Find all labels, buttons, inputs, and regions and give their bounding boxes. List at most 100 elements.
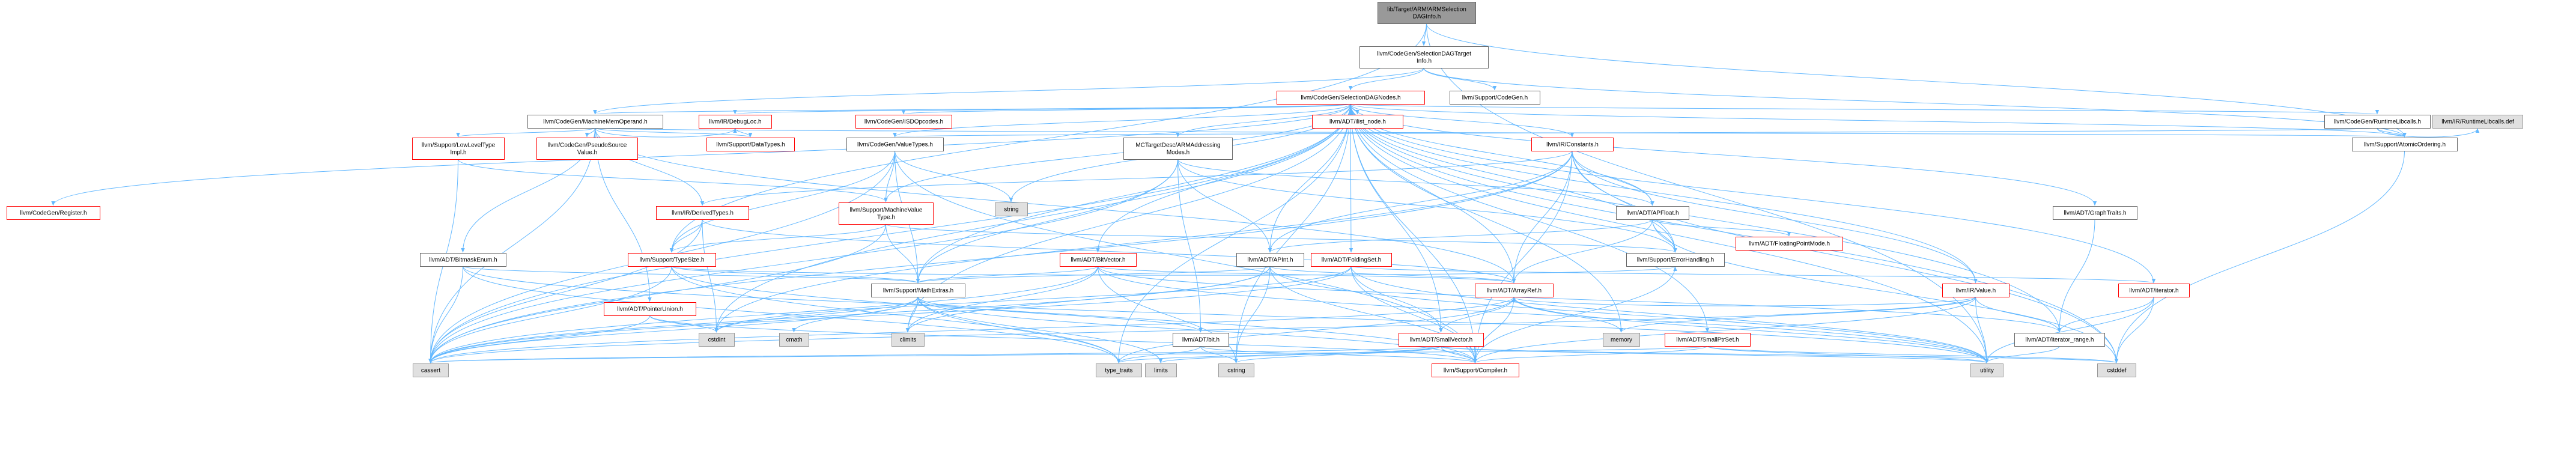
node-label: llvm/ADT/SmallPtrSet.h: [1676, 337, 1739, 344]
node-cassert: cassert: [413, 363, 449, 377]
node-box: [1145, 363, 1177, 377]
node-llvm-adt-pointerunion-h[interactable]: llvm/ADT/PointerUnion.h: [604, 302, 696, 316]
node-label: llvm/Support/CodeGen.h: [1462, 95, 1528, 102]
dependency-edge: [595, 127, 2405, 138]
node-label: llvm/ADT/ArrayRef.h: [1487, 288, 1542, 294]
node-llvm-support-compiler-h[interactable]: llvm/Support/Compiler.h: [1432, 363, 1519, 377]
node-llvm-adt-iterator-range-h[interactable]: llvm/ADT/iterator_range.h: [2014, 333, 2105, 347]
node-llvm-ir-debugloc-h[interactable]: llvm/IR/DebugLoc.h: [699, 115, 772, 129]
dependency-edge: [1159, 345, 1441, 363]
node-box: [706, 138, 795, 151]
node-llvm-adt-graphtraits-h[interactable]: llvm/ADT/GraphTraits.h: [2053, 206, 2137, 220]
dependency-edge: [671, 266, 1677, 276]
dependency-edge: [1350, 103, 1989, 363]
node-llvm-adt-floatingpointmode-h[interactable]: llvm/ADT/FloatingPointMode.h: [1736, 237, 1843, 251]
node-llvm-support-typesize-h[interactable]: llvm/Support/TypeSize.h: [628, 253, 716, 267]
dependency-edge: [428, 266, 1271, 363]
node-cstring: cstring: [1218, 363, 1254, 377]
node-label: llvm/Support/MathExtras.h: [883, 288, 953, 294]
node-llvm-ir-value-h[interactable]: llvm/IR/Value.h: [1942, 284, 2009, 297]
dependency-edge: [1350, 103, 1710, 333]
node-label: llvm/ADT/FoldingSet.h: [1322, 257, 1381, 264]
dependency-edges: [51, 23, 2480, 363]
dependency-edge: [595, 127, 737, 138]
dependency-edge: [714, 266, 1352, 333]
node-label: llvm/ADT/PointerUnion.h: [617, 306, 682, 313]
node-box: [1399, 333, 1484, 347]
dependency-edge: [595, 127, 752, 138]
dependency-edge: [1707, 345, 1988, 363]
dependency-edge: [1473, 345, 1708, 363]
node-llvm-codegen-isdopcodes-h[interactable]: llvm/CodeGen/ISDOpcodes.h: [855, 115, 952, 129]
node-llvm-adt-bit-h[interactable]: llvm/ADT/bit.h: [1173, 333, 1229, 347]
node-llvm-support-codegen-h[interactable]: llvm/Support/CodeGen.h: [1450, 91, 1540, 105]
node-llvm-adt-bitmaskenum-h[interactable]: llvm/ADT/BitmaskEnum.h: [420, 253, 506, 267]
dependency-edge: [905, 296, 919, 333]
node-llvm-adt-smallvector-h[interactable]: llvm/ADT/SmallVector.h: [1399, 333, 1484, 347]
node-llvm-support-mathextras-h[interactable]: llvm/Support/MathExtras.h: [871, 284, 965, 297]
dependency-edge: [1350, 103, 1623, 333]
dependency-edge: [1350, 266, 1989, 363]
dependency-edge: [2114, 296, 2154, 363]
node-label: cassert: [421, 368, 440, 374]
node-llvm-support-datatypes-h[interactable]: llvm/Support/DataTypes.h: [706, 138, 795, 151]
node-box: [1123, 138, 1233, 160]
dependency-edge: [1350, 103, 2156, 284]
node-label: Info.h: [1417, 58, 1432, 65]
dependency-edge: [1098, 266, 1989, 363]
node-llvm-adt-apint-h[interactable]: llvm/ADT/APInt.h: [1236, 253, 1304, 267]
node-label: llvm/CodeGen/SelectionDAGTarget: [1377, 51, 1471, 58]
node-label: cstddef: [2107, 368, 2126, 374]
node-box: [779, 333, 809, 347]
node-llvm-codegen-machinememoperand-h[interactable]: llvm/CodeGen/MachineMemOperand.h: [527, 115, 663, 129]
node-label: memory: [1611, 337, 1632, 344]
dependency-edge: [428, 296, 1976, 363]
node-label: llvm/ADT/iterator.h: [2129, 288, 2178, 294]
dependency-edge: [669, 219, 703, 253]
node-box: [2053, 206, 2137, 220]
node-llvm-codegen-register-h[interactable]: llvm/CodeGen/Register.h: [7, 206, 100, 220]
dependency-edge: [1441, 345, 2118, 363]
node-llvm-adt-foldingset-h[interactable]: llvm/ADT/FoldingSet.h: [1311, 253, 1392, 267]
dependency-edge: [649, 315, 718, 333]
node-box: [1450, 91, 1540, 105]
dependency-edge: [1975, 296, 1989, 363]
node-box: [1603, 333, 1640, 347]
node-llvm-ir-constants-h[interactable]: llvm/IR/Constants.h: [1531, 138, 1614, 151]
dependency-edge: [1176, 103, 1351, 138]
dependency-edge: [1116, 103, 1351, 363]
node-label: llvm/ADT/APFloat.h: [1626, 210, 1678, 217]
node-label: llvm/ADT/ilist_node.h: [1329, 119, 1386, 126]
node-llvm-adt-arrayref-h[interactable]: llvm/ADT/ArrayRef.h: [1475, 284, 1554, 297]
node-box: [1665, 333, 1751, 347]
node-llvm-adt-apfloat-h[interactable]: llvm/ADT/APFloat.h: [1616, 206, 1689, 220]
node-label: llvm/ADT/bit.h: [1182, 337, 1220, 344]
node-llvm-adt-ilist-node-h[interactable]: llvm/ADT/ilist_node.h: [1312, 115, 1403, 129]
node-llvm-support-atomicordering-h[interactable]: llvm/Support/AtomicOrdering.h: [2352, 138, 2458, 151]
node-llvm-codegen-valuetypes-h[interactable]: llvm/CodeGen/ValueTypes.h: [846, 138, 944, 151]
node-llvm-ir-derivedtypes-h[interactable]: llvm/IR/DerivedTypes.h: [656, 206, 749, 220]
node-llvm-codegen-selectiondagnodes-h[interactable]: llvm/CodeGen/SelectionDAGNodes.h: [1277, 91, 1425, 105]
node-label: llvm/Support/MachineValue: [850, 207, 923, 214]
dependency-edge: [714, 103, 1351, 333]
node-llvm-adt-smallptrset-h[interactable]: llvm/ADT/SmallPtrSet.h: [1665, 333, 1751, 347]
dependency-edge: [594, 103, 1351, 115]
dependency-edge: [916, 103, 1351, 284]
node-type-traits: type_traits: [1096, 363, 1142, 377]
node-label: llvm/Support/DataTypes.h: [716, 142, 785, 148]
dependency-edge: [1423, 67, 2407, 138]
node-box: [1359, 46, 1489, 68]
dependency-edge: [429, 345, 1708, 363]
node-label: llvm/ADT/SmallVector.h: [1410, 337, 1472, 344]
node-llvm-adt-iterator-h[interactable]: llvm/ADT/iterator.h: [2118, 284, 2190, 297]
node-llvm-codegen-runtimelibcalls-h[interactable]: llvm/CodeGen/RuntimeLibcalls.h: [2324, 115, 2431, 129]
node-llvm-support-errorhandling-h[interactable]: llvm/Support/ErrorHandling.h: [1626, 253, 1725, 267]
node-llvm-adt-bitvector-h[interactable]: llvm/ADT/BitVector.h: [1060, 253, 1137, 267]
